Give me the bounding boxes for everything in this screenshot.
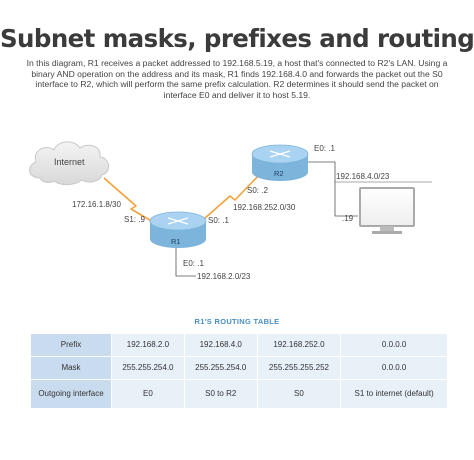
r1-s1-label: S1: .9 — [124, 215, 145, 224]
r1-label: R1 — [171, 237, 181, 246]
internet-cloud-icon — [29, 141, 109, 186]
router-r1-icon — [149, 211, 207, 248]
table-cell: E0 — [111, 379, 185, 409]
table-cell: S0 to R2 — [183, 379, 258, 409]
table-cell: 0.0.0.0 — [340, 333, 448, 357]
r1-e0-label: E0: .1 — [183, 259, 204, 268]
table-cell: 192.168.4.0 — [183, 333, 258, 357]
table-cell: 192.168.2.0 — [111, 333, 185, 357]
table-cell: 0.0.0.0 — [340, 356, 448, 380]
table-row: Mask 255.255.254.0 255.255.254.0 255.255… — [30, 356, 448, 380]
table-cell: 255.255.254.0 — [183, 356, 258, 380]
internet-r1-link — [103, 177, 161, 227]
r1-r2-link-network-label: 192.168.252.0/30 — [233, 203, 296, 212]
table-row: Prefix 192.168.2.0 192.168.4.0 192.168.2… — [30, 333, 448, 357]
diagram-description: In this diagram, R1 receives a packet ad… — [26, 58, 448, 100]
table-cell: S1 to internet (default) — [340, 379, 448, 409]
r2-label: R2 — [274, 169, 284, 178]
host-monitor-icon — [359, 187, 415, 234]
r1-lan-network-label: 192.168.2.0/23 — [197, 272, 251, 281]
table-cell: 255.255.254.0 — [111, 356, 185, 380]
host-label: .19 — [342, 214, 354, 223]
table-cell: 255.255.255.252 — [256, 356, 342, 380]
row-header-mask: Mask — [30, 356, 112, 380]
r1-lan-line — [175, 244, 196, 277]
page-title: Subnet masks, prefixes and routing — [0, 24, 474, 53]
row-header-prefix: Prefix — [30, 333, 112, 357]
r2-e0-label: E0: .1 — [314, 144, 335, 153]
r2-lan-network-label: 192.168.4.0/23 — [336, 172, 390, 181]
routing-table-title: R1'S ROUTING TABLE — [194, 317, 280, 326]
internet-link-network-label: 172.16.1.8/30 — [72, 200, 121, 209]
table-cell: S0 — [256, 379, 342, 409]
internet-label: Internet — [54, 157, 85, 167]
row-header-outgoing-interface: Outgoing interface — [30, 379, 112, 409]
r1-r2-link — [195, 171, 263, 227]
table-cell: 192.168.252.0 — [256, 333, 342, 357]
router-r2-icon — [251, 144, 309, 181]
routing-table: Prefix 192.168.2.0 192.168.4.0 192.168.2… — [30, 333, 448, 409]
r1-s0-label: S0: .1 — [208, 216, 229, 225]
r2-host-line — [296, 161, 358, 217]
r2-s0-label: S0: .2 — [247, 186, 268, 195]
table-row: Outgoing interface E0 S0 to R2 S0 S1 to … — [30, 379, 448, 409]
